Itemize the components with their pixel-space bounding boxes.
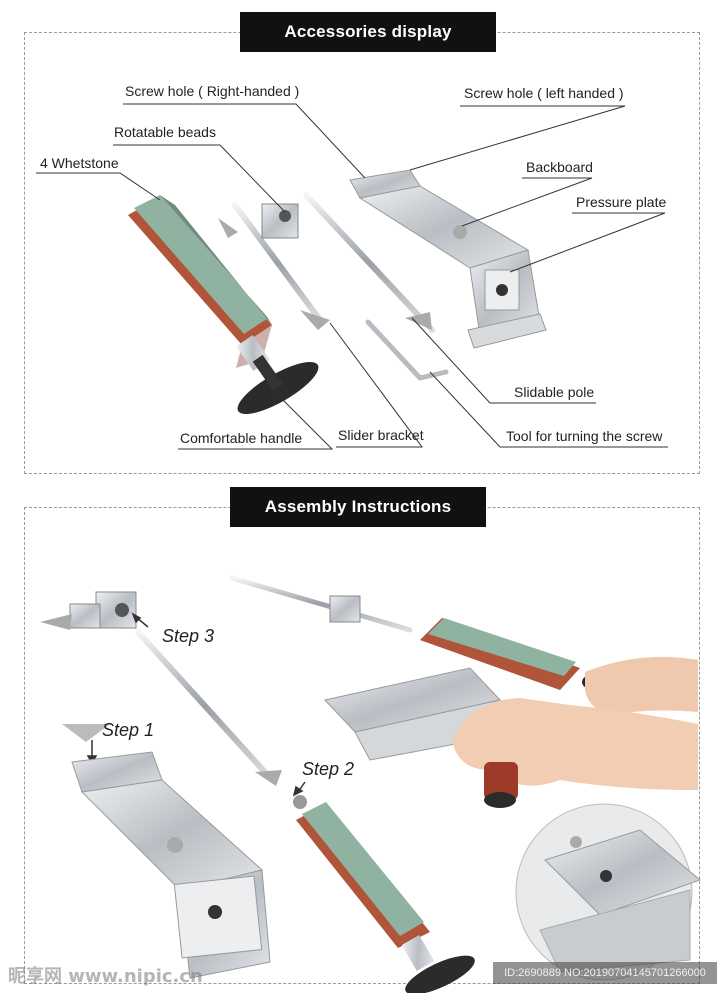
handle-top [236,334,319,414]
detail-inset [515,803,701,981]
accessories-title: Accessories display [240,12,496,52]
slidable-pole-part [303,192,435,333]
assembly-base-part [71,751,271,979]
label-pressure-plate: Pressure plate [576,194,667,210]
watermark-right: ID:2690889 NO:20190704145701266000 [493,962,717,984]
label-screw-hole-left: Screw hole ( left handed ) [464,85,624,101]
label-slidable-pole: Slidable pole [514,384,595,400]
assembly-title: Assembly Instructions [230,487,486,527]
rotatable-beads-part [218,202,330,330]
watermark-left: 昵享网 www.nipic.cn [8,966,203,987]
assembly-whetstone [293,795,475,993]
label-step-1: Step 1 [102,720,155,740]
hands-illustration [452,656,698,808]
label-rotatable-beads: Rotatable beads [114,124,216,140]
leader-lines-top [36,103,668,450]
hex-tool-part [365,319,449,381]
label-step-2: Step 2 [302,759,355,779]
label-step-3: Step 3 [162,626,215,646]
label-slider-bracket: Slider bracket [338,427,424,443]
assembly-slider-rod [135,629,275,783]
label-comfortable-handle: Comfortable handle [180,430,303,446]
label-tool-screw: Tool for turning the screw [506,428,663,444]
label-screw-hole-right: Screw hole ( Right-handed ) [125,83,300,99]
step-arrows [86,612,306,797]
label-whetstone: 4 Whetstone [40,155,119,171]
base-part [349,169,547,349]
assembly-rod-part [40,558,137,742]
label-backboard: Backboard [526,159,593,175]
